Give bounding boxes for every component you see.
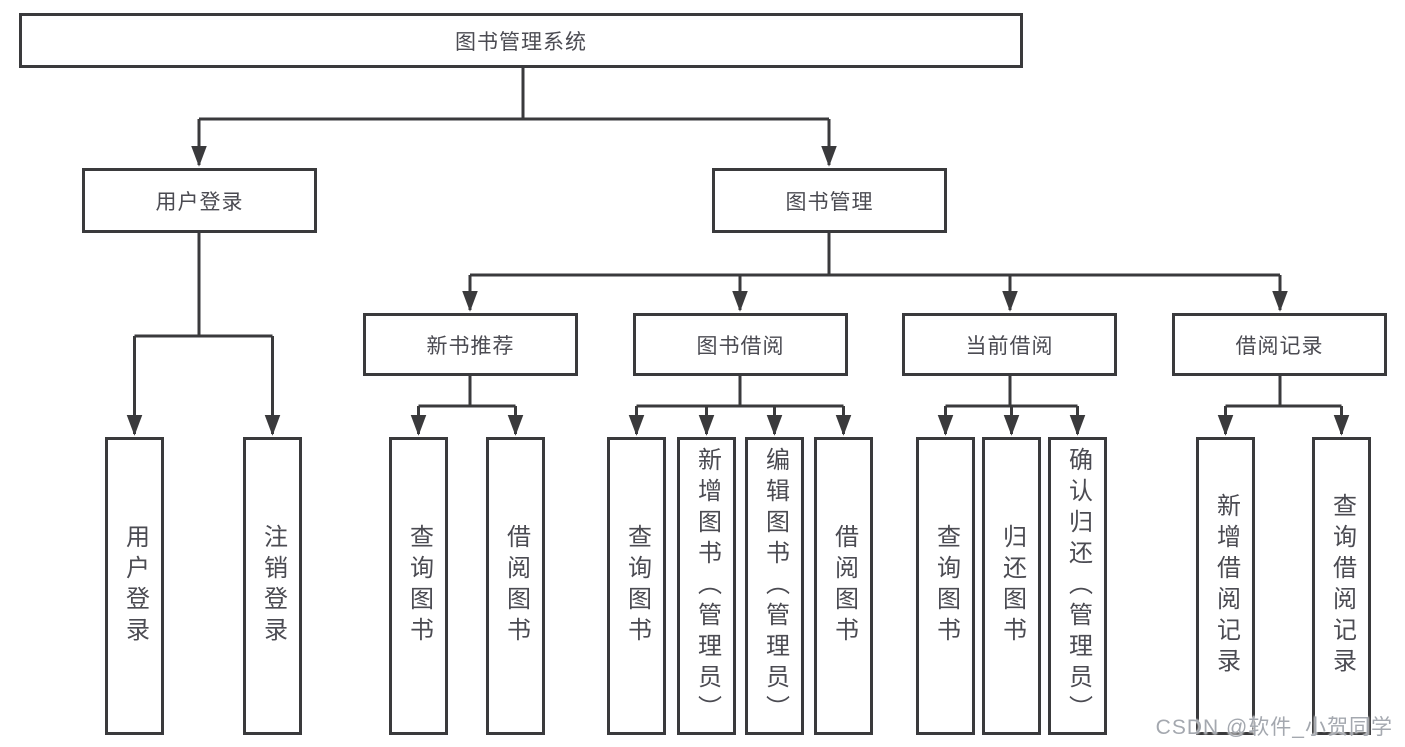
leaf-user-login: 用户登录 [105,437,164,735]
node-book-borrowing: 图书借阅 [633,313,848,376]
leaf-query-books-current: 查询图书 [916,437,975,735]
node-label: 查询图书 [405,524,433,648]
node-book-management: 图书管理 [712,168,947,233]
node-label: 新增图书（管理员） [693,446,721,726]
node-label: 借阅图书 [502,524,530,648]
node-label: 编辑图书（管理员） [761,446,789,726]
leaf-edit-book-admin: 编辑图书（管理员） [745,437,804,735]
node-user-login: 用户登录 [82,168,317,233]
connector-login-trunk [134,233,273,338]
connector-newbook-trunk [418,376,516,408]
node-label: 用户登录 [121,524,149,648]
node-label: 确认归还（管理员） [1064,446,1092,726]
node-label: 查询图书 [932,524,960,648]
node-current-borrowing: 当前借阅 [902,313,1117,376]
connector-current-trunk [945,376,1078,408]
leaf-logout: 注销登录 [243,437,302,735]
csdn-watermark: CSDN @软件_小贺同学 [1155,716,1393,739]
node-library-management-system: 图书管理系统 [19,13,1023,68]
node-label: 图书管理系统 [455,30,587,54]
connector-root-trunk [199,66,829,121]
node-label: 新增借阅记录 [1212,493,1240,679]
leaf-borrow-books-recommend: 借阅图书 [486,437,545,735]
node-label: 查询图书 [623,524,651,648]
node-label: 借阅记录 [1235,334,1324,358]
node-label: 查询借阅记录 [1328,493,1356,679]
leaf-query-borrow-record: 查询借阅记录 [1312,437,1371,735]
node-label: 当前借阅 [965,334,1054,358]
node-label: 归还图书 [998,524,1026,648]
connector-records-trunk [1225,376,1342,408]
node-label: 图书管理 [785,190,874,214]
connector-borrowing-trunk [636,376,844,408]
leaf-query-books-borrowing: 查询图书 [607,437,666,735]
leaf-query-books-recommend: 查询图书 [389,437,448,735]
node-label: 注销登录 [259,524,287,648]
connector-mgmt-trunk [470,233,1280,277]
leaf-add-book-admin: 新增图书（管理员） [677,437,736,735]
node-borrowing-records: 借阅记录 [1172,313,1387,376]
node-label: 借阅图书 [830,524,858,648]
node-label: 图书借阅 [696,334,785,358]
node-new-book-recommend: 新书推荐 [363,313,578,376]
leaf-confirm-return-admin: 确认归还（管理员） [1048,437,1107,735]
node-label: 用户登录 [155,190,244,214]
leaf-return-book: 归还图书 [982,437,1041,735]
leaf-add-borrow-record: 新增借阅记录 [1196,437,1255,735]
node-label: 新书推荐 [426,334,515,358]
leaf-borrow-books-borrowing: 借阅图书 [814,437,873,735]
